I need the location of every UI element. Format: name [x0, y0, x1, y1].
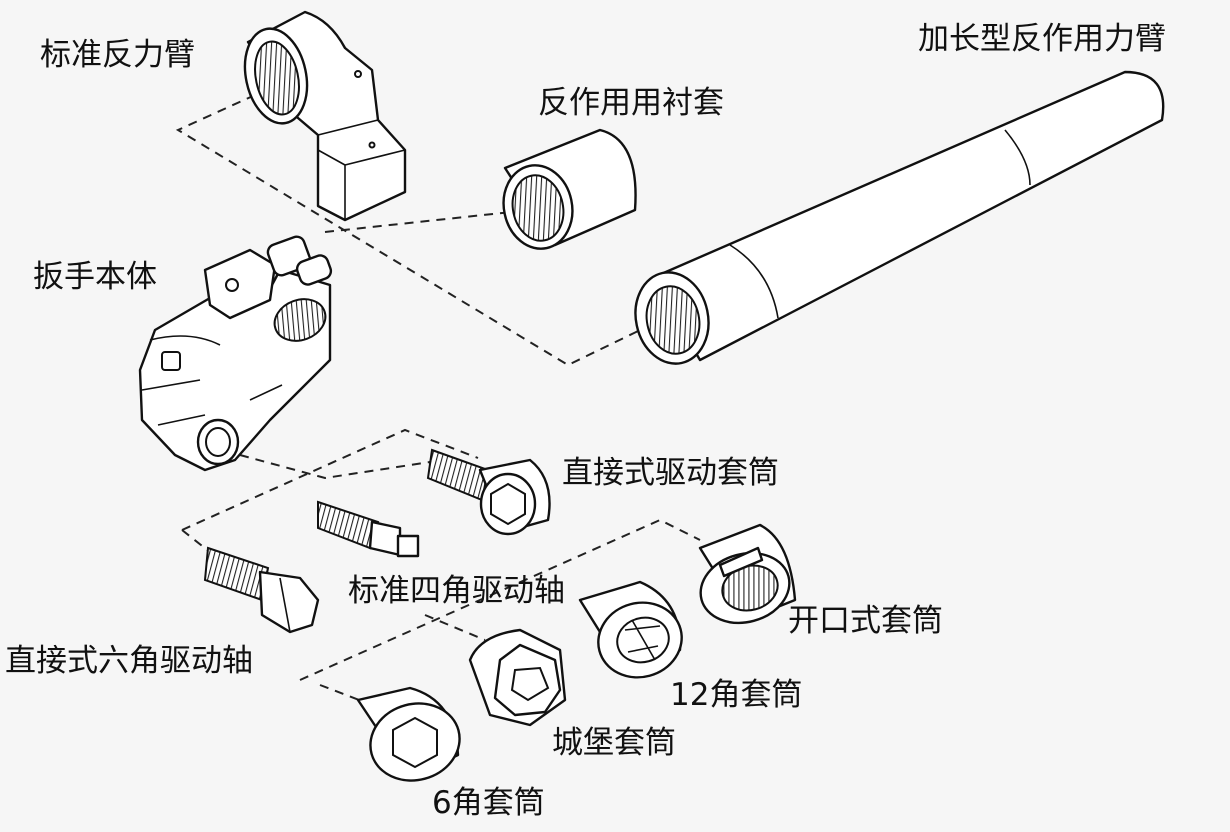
label-direct-drive-socket: 直接式驱动套筒	[562, 455, 779, 491]
label-direct-hex-drive: 直接式六角驱动轴	[5, 643, 253, 679]
wrench-body-drawing	[138, 235, 333, 472]
reaction-sleeve-drawing	[502, 128, 637, 250]
label-open-socket: 开口式套筒	[788, 603, 943, 639]
standard-square-drive-drawing	[317, 500, 420, 558]
standard-reaction-arm-drawing	[243, 10, 407, 222]
label-socket-6pt: 6角套筒	[432, 785, 545, 821]
direct-drive-socket-drawing	[426, 448, 551, 536]
castle-socket-drawing	[468, 628, 567, 727]
open-socket-drawing	[698, 523, 797, 625]
assembly-guide-lines	[175, 94, 701, 709]
label-standard-reaction-arm: 标准反力臂	[40, 37, 195, 73]
socket-6pt-drawing	[356, 686, 461, 782]
direct-hex-drive-drawing	[203, 546, 320, 634]
label-castle-socket: 城堡套筒	[552, 725, 676, 761]
extended-reaction-arm-drawing	[634, 70, 1165, 365]
label-socket-12pt: 12角套筒	[670, 677, 803, 713]
label-reaction-sleeve: 反作用用衬套	[538, 85, 724, 121]
label-wrench-body: 扳手本体	[33, 259, 157, 295]
label-standard-square-drive: 标准四角驱动轴	[348, 573, 565, 609]
socket-12pt-drawing	[578, 580, 683, 679]
label-extended-reaction-arm: 加长型反作用力臂	[918, 21, 1166, 57]
